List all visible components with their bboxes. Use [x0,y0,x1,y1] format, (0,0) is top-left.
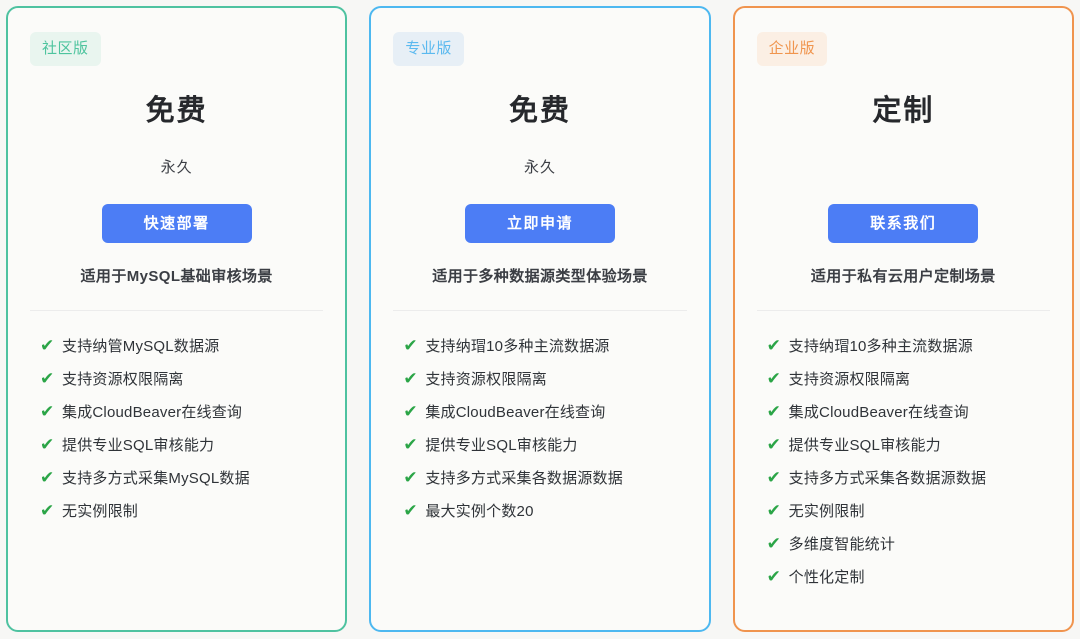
plan-card-enterprise: 企业版 定制 联系我们 适用于私有云用户定制场景 ✔ 支持纳瑁10多种主流数据源… [732,6,1074,632]
check-icon: ✔ [40,468,55,487]
list-item: ✔ 支持多方式采集各数据源数据 [403,461,686,494]
feature-label: 集成CloudBeaver在线查询 [425,404,606,421]
feature-label: 无实例限制 [788,503,865,520]
badge-container: 社区版 [30,8,323,66]
list-item: ✔ 多维度智能统计 [767,527,1050,560]
list-item: ✔ 集成CloudBeaver在线查询 [767,395,1050,428]
feature-label: 集成CloudBeaver在线查询 [62,404,243,421]
plan-cta-button[interactable]: 立即申请 [464,204,615,243]
list-item: ✔ 支持多方式采集各数据源数据 [767,461,1050,494]
section-divider [30,310,324,311]
feature-label: 最大实例个数20 [425,503,534,520]
check-icon: ✔ [766,402,781,421]
section-divider [393,310,687,311]
feature-label: 支持资源权限隔离 [425,371,547,388]
plan-price: 免费 [145,95,208,127]
feature-label: 提供专业SQL审核能力 [788,437,941,454]
plan-tagline: 适用于多种数据源类型体验场景 [432,268,648,285]
cta-container: 联系我们 [757,204,1050,243]
list-item: ✔ 提供专业SQL审核能力 [40,428,323,461]
list-item: ✔ 提供专业SQL审核能力 [767,428,1050,461]
feature-label: 支持纳管MySQL数据源 [62,338,220,355]
list-item: ✔ 无实例限制 [40,494,323,527]
feature-label: 支持资源权限隔离 [62,371,184,388]
feature-list: ✔ 支持纳瑁10多种主流数据源 ✔ 支持资源权限隔离 ✔ 集成CloudBeav… [757,311,1050,593]
badge-container: 企业版 [756,8,1050,66]
plan-tagline: 适用于私有云用户定制场景 [810,268,996,285]
list-item: ✔ 集成CloudBeaver在线查询 [40,395,323,428]
feature-label: 支持多方式采集MySQL数据 [62,470,250,487]
check-icon: ✔ [403,402,418,421]
plan-price: 免费 [508,95,571,127]
feature-list: ✔ 支持纳瑁10多种主流数据源 ✔ 支持资源权限隔离 ✔ 集成CloudBeav… [393,311,686,527]
cta-container: 快速部署 [30,204,323,243]
check-icon: ✔ [40,336,55,355]
check-icon: ✔ [766,534,781,553]
list-item: ✔ 支持纳瑁10多种主流数据源 [403,329,686,362]
check-icon: ✔ [766,336,781,355]
feature-label: 提供专业SQL审核能力 [62,437,215,454]
plan-tagline: 适用于MySQL基础审核场景 [80,268,273,285]
list-item: ✔ 支持纳瑁10多种主流数据源 [767,329,1050,362]
list-item: ✔ 提供专业SQL审核能力 [403,428,686,461]
list-item: ✔ 个性化定制 [767,560,1050,593]
feature-label: 集成CloudBeaver在线查询 [788,404,969,421]
feature-label: 多维度智能统计 [788,536,896,553]
check-icon: ✔ [766,468,781,487]
list-item: ✔ 支持资源权限隔离 [767,362,1050,395]
plan-price: 定制 [872,95,935,127]
check-icon: ✔ [403,435,418,454]
check-icon: ✔ [40,402,55,421]
feature-label: 无实例限制 [62,503,139,520]
plan-badge: 社区版 [30,32,101,66]
list-item: ✔ 支持资源权限隔离 [403,362,686,395]
check-icon: ✔ [766,369,781,388]
plan-period [757,158,1050,178]
feature-label: 支持纳瑁10多种主流数据源 [425,338,610,355]
list-item: ✔ 无实例限制 [767,494,1050,527]
list-item: ✔ 支持多方式采集MySQL数据 [40,461,323,494]
feature-label: 个性化定制 [788,569,865,586]
list-item: ✔ 支持资源权限隔离 [40,362,323,395]
feature-label: 提供专业SQL审核能力 [425,437,578,454]
section-divider [756,310,1050,311]
plan-period: 永久 [160,159,193,176]
check-icon: ✔ [403,336,418,355]
check-icon: ✔ [403,369,418,388]
plan-badge: 专业版 [393,32,464,66]
check-icon: ✔ [766,567,781,586]
check-icon: ✔ [40,501,55,520]
plan-cta-button[interactable]: 快速部署 [101,204,252,243]
plan-cta-button[interactable]: 联系我们 [828,204,979,243]
list-item: ✔ 支持纳管MySQL数据源 [40,329,323,362]
check-icon: ✔ [40,369,55,388]
check-icon: ✔ [403,468,418,487]
check-icon: ✔ [766,435,781,454]
feature-label: 支持资源权限隔离 [788,371,911,388]
cta-container: 立即申请 [393,204,686,243]
plan-period: 永久 [523,159,556,176]
feature-label: 支持纳瑁10多种主流数据源 [788,338,973,355]
list-item: ✔ 集成CloudBeaver在线查询 [403,395,686,428]
check-icon: ✔ [766,501,781,520]
plan-card-professional: 专业版 免费 永久 立即申请 适用于多种数据源类型体验场景 ✔ 支持纳瑁10多种… [369,6,711,632]
feature-list: ✔ 支持纳管MySQL数据源 ✔ 支持资源权限隔离 ✔ 集成CloudBeave… [30,311,323,527]
badge-container: 专业版 [393,8,686,66]
plan-card-community: 社区版 免费 永久 快速部署 适用于MySQL基础审核场景 ✔ 支持纳管MySQ… [6,6,348,632]
check-icon: ✔ [403,501,418,520]
list-item: ✔ 最大实例个数20 [403,494,686,527]
feature-label: 支持多方式采集各数据源数据 [788,470,987,487]
plan-badge: 企业版 [756,32,828,66]
feature-label: 支持多方式采集各数据源数据 [425,470,623,487]
check-icon: ✔ [40,435,55,454]
